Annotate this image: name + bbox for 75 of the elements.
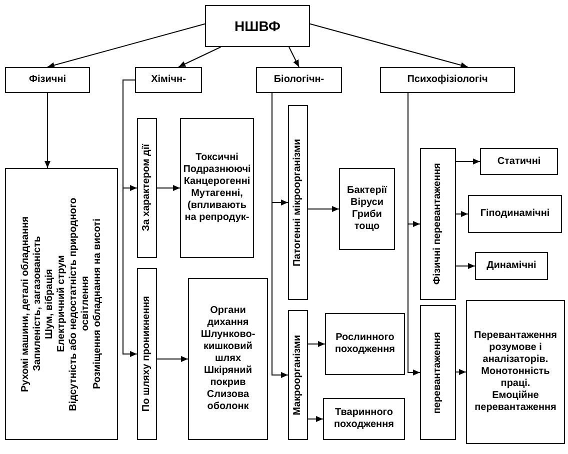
label-text: Перевантаження розумове і аналізаторів. xyxy=(473,330,558,366)
arrow xyxy=(122,80,138,357)
label-text: Розміщення обладнання на висоті xyxy=(92,218,104,390)
label-text: Фізичні перевантаження xyxy=(432,163,444,285)
label-text: перевантаження xyxy=(432,332,444,414)
label-text: НШВФ xyxy=(234,16,280,36)
arrow xyxy=(44,92,50,168)
label-text: Біологічн- xyxy=(274,74,324,86)
label-text: Хімічн- xyxy=(151,74,186,86)
label-text: Макроорганізми xyxy=(292,334,304,416)
category-box xyxy=(137,268,157,440)
label-text: Психофізіологіч xyxy=(407,74,488,86)
label-text: Гриби xyxy=(352,209,382,221)
label-text: Статичні xyxy=(497,156,541,168)
factor-list-box xyxy=(5,168,118,440)
factor-box xyxy=(188,278,268,440)
label-text: Патогенні мікроорганізми xyxy=(292,138,304,266)
label-text: Запиленість, загазованість xyxy=(32,236,44,372)
arrow xyxy=(178,46,222,68)
label-text: Емоційне перевантаження xyxy=(474,390,558,414)
factor-box xyxy=(468,195,562,233)
arrow xyxy=(156,185,180,191)
label-text: Гіподинамічні xyxy=(480,208,550,220)
arrow xyxy=(308,416,324,422)
label-text: Електричний струм xyxy=(56,256,68,352)
category-box xyxy=(137,118,157,258)
label-text: Фізичні xyxy=(28,74,66,86)
arrow xyxy=(408,92,420,376)
arrow xyxy=(308,206,340,212)
label-text: По шляху проникнення xyxy=(141,296,153,412)
arrow xyxy=(47,23,206,68)
label-text: Віруси xyxy=(350,197,384,209)
category-box xyxy=(420,305,456,440)
label-text: Рослинного походження xyxy=(334,332,396,356)
label-text: Шум, вібрація xyxy=(44,269,56,339)
label-text: Слизова оболонк xyxy=(206,389,250,413)
factor-box xyxy=(466,300,565,444)
arrow xyxy=(456,158,480,164)
factor-box xyxy=(256,67,342,93)
label-text: Органи дихання xyxy=(206,305,250,329)
label-text: Динамічні xyxy=(486,260,536,272)
label-text: Рухомі машини, деталі обладнання xyxy=(20,216,32,392)
factor-box xyxy=(135,67,202,93)
label-text: Тваринного походження xyxy=(333,407,395,431)
factor-box xyxy=(480,148,558,175)
label-text: Шкіряний покрив xyxy=(203,365,253,389)
arrow xyxy=(456,369,466,375)
factor-box xyxy=(5,67,90,93)
factor-box xyxy=(180,118,254,258)
factor-box xyxy=(323,398,405,440)
label-text: Подразнюючі xyxy=(183,164,251,176)
arrow xyxy=(308,341,326,347)
category-box xyxy=(420,148,456,300)
arrow xyxy=(310,23,468,68)
factor-box xyxy=(475,252,548,280)
factor-box xyxy=(339,168,395,250)
factor-box xyxy=(380,67,515,93)
category-box xyxy=(288,105,308,300)
arrow xyxy=(156,356,188,362)
label-text: Канцерогенні xyxy=(184,176,250,188)
label-text: Бактерії xyxy=(347,185,387,197)
label-text: За характером дії xyxy=(141,144,153,232)
factor-box xyxy=(325,313,405,375)
category-box xyxy=(288,310,308,440)
arrow xyxy=(456,263,476,269)
label-text: Мутагенні, (впливають на репродук- xyxy=(184,188,250,224)
arrow xyxy=(288,46,300,68)
arrow xyxy=(272,92,288,378)
label-text: тощо xyxy=(354,221,380,233)
label-text: Токсичні xyxy=(196,152,238,164)
root-box xyxy=(205,5,310,47)
label-text: Шлунково-кишковий шлях xyxy=(200,329,256,365)
arrow xyxy=(456,211,468,217)
label-text: Монотонність праці. xyxy=(480,366,551,390)
label-text: Відсутність або недостатність природного освітлення xyxy=(68,196,92,413)
